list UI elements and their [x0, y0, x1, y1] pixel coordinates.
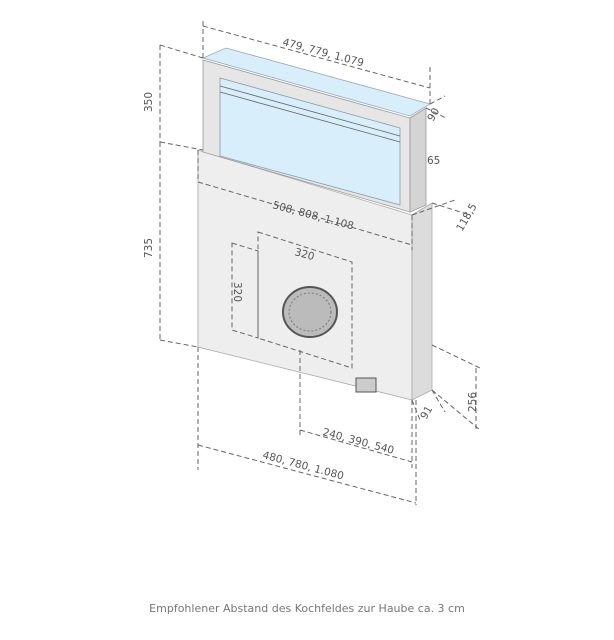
- glass-panel: [219, 77, 401, 206]
- fan-outlet: [282, 286, 338, 338]
- body-side-panel: [411, 202, 433, 401]
- dim-bottom-width: 480, 780, 1.080: [261, 449, 345, 482]
- dim-upper-height: 350: [143, 92, 155, 112]
- dim-lines: [159, 18, 481, 505]
- dim-side-depth: 91: [418, 404, 435, 422]
- dim-body-depth: 118,5: [454, 201, 479, 233]
- dim-top-depth: 90: [425, 106, 442, 124]
- caption: Empfohlener Abstand des Kochfeldes zur H…: [149, 602, 465, 615]
- dim-outlet-height: 256: [467, 392, 479, 412]
- grille-line: [219, 85, 401, 137]
- dim-cutout-height: 320: [231, 282, 243, 302]
- dim-body-height: 735: [143, 238, 155, 258]
- grille-line: [219, 91, 401, 143]
- mount-outline: [231, 242, 259, 339]
- cutout-outline: [257, 231, 353, 369]
- electrical-box: [355, 377, 377, 393]
- upper-side: [409, 107, 427, 213]
- dim-outlet-offset: 240, 390, 540: [321, 426, 395, 457]
- dim-frame-depth: 65: [427, 155, 440, 167]
- dim-top-width: 479, 779, 1.079: [281, 36, 365, 69]
- fan-grille: [288, 292, 332, 332]
- dim-cutout-width: 320: [293, 246, 315, 263]
